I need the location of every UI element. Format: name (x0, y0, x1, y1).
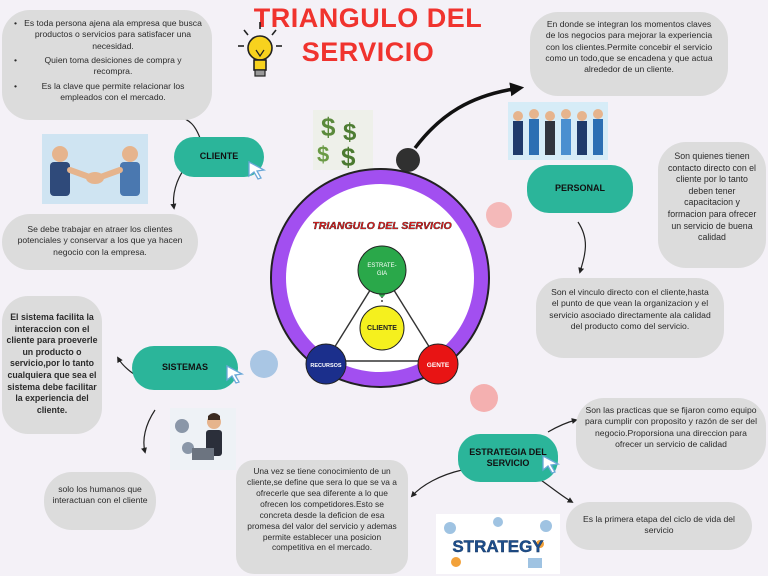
personal-node[interactable]: PERSONAL (527, 165, 633, 213)
arrow-personal-bottom (577, 221, 586, 274)
svg-text:$: $ (321, 112, 336, 142)
estrategia-bottom-bubble: Es la primera etapa del ciclo de vida de… (566, 502, 752, 550)
sistemas-left-bubble: El sistema facilita la interaccion con e… (2, 296, 102, 434)
sistemas-node[interactable]: SISTEMAS (132, 346, 238, 390)
pointer-cursor-icon (248, 160, 267, 180)
handshake-illustration (42, 134, 148, 204)
decorative-dot-blue (250, 350, 278, 378)
pointer-cursor-icon (542, 454, 561, 474)
arrow-sistemas-bottom (141, 409, 156, 454)
arrow-estrategia-bottom (537, 477, 574, 503)
arrow-top-right (413, 82, 525, 150)
person-laptop-illustration (170, 408, 236, 470)
triangle-diagram-heading: TRIANGULO DEL SERVICIO (312, 220, 451, 232)
top-right-bubble: En donde se integran los momentos claves… (530, 12, 728, 96)
estrategia-node[interactable]: ESTRATEGIA DEL SERVICIO (458, 434, 558, 482)
list-item: Quien toma desiciones de compra y recomp… (12, 55, 202, 78)
personal-right-bubble: Son quienes tienen contacto directo con … (658, 142, 766, 268)
decorative-dot-pink (486, 202, 512, 228)
list-item: Es la clave que permite relacionar los e… (12, 81, 202, 104)
arrow-estrategia-right (547, 418, 578, 433)
triangle-diagram: TRIANGULO DEL SERVICIO ESTRATE- GIA CLIE… (305, 220, 459, 385)
sistemas-bottom-bubble: solo los humanos que interactuan con el … (44, 472, 156, 530)
strategy-illustration: STRATEGY (436, 514, 560, 574)
decorative-dot-pink-2 (470, 384, 498, 412)
pointer-cursor-icon (226, 364, 245, 384)
arrow-estrategia-left (410, 469, 463, 498)
cliente-description-bubble: Es toda persona ajena ala empresa que bu… (2, 10, 212, 120)
gente-circle (417, 343, 459, 385)
svg-text:$: $ (341, 142, 356, 170)
svg-text:GENTE: GENTE (427, 362, 450, 369)
svg-text:$: $ (317, 142, 329, 167)
business-team-illustration (508, 102, 608, 160)
strategy-label: STRATEGY (452, 537, 544, 556)
lightbulb-icon (238, 22, 282, 77)
cliente-circle (359, 305, 405, 351)
svg-text:$: $ (343, 119, 357, 146)
cliente-bottom-bubble: Se debe trabajar en atraer los clientes … (2, 214, 198, 270)
personal-bottom-bubble: Son el vinculo directo con el cliente,ha… (536, 278, 724, 358)
page-title: TRIANGULO DEL SERVICIO (253, 3, 483, 67)
cliente-bullet-list: Es toda persona ajena ala empresa que bu… (12, 18, 202, 103)
recursos-circle (305, 343, 347, 385)
dollar-icon: $ $ $ $ (313, 110, 373, 170)
svg-text:CLIENTE: CLIENTE (367, 325, 397, 332)
estrategia-center-bubble: Una vez se tiene conocimiento de un clie… (236, 460, 408, 574)
svg-text:ESTRATE-: ESTRATE- (367, 263, 396, 269)
svg-text:GIA: GIA (377, 271, 387, 277)
decorative-dot-dark (396, 148, 420, 172)
estrategia-right-bubble: Son las practicas que se fijaron como eq… (576, 398, 766, 470)
svg-text:RECURSOS: RECURSOS (310, 363, 342, 369)
list-item: Es toda persona ajena ala empresa que bu… (12, 18, 202, 52)
estrategia-circle (357, 245, 407, 295)
